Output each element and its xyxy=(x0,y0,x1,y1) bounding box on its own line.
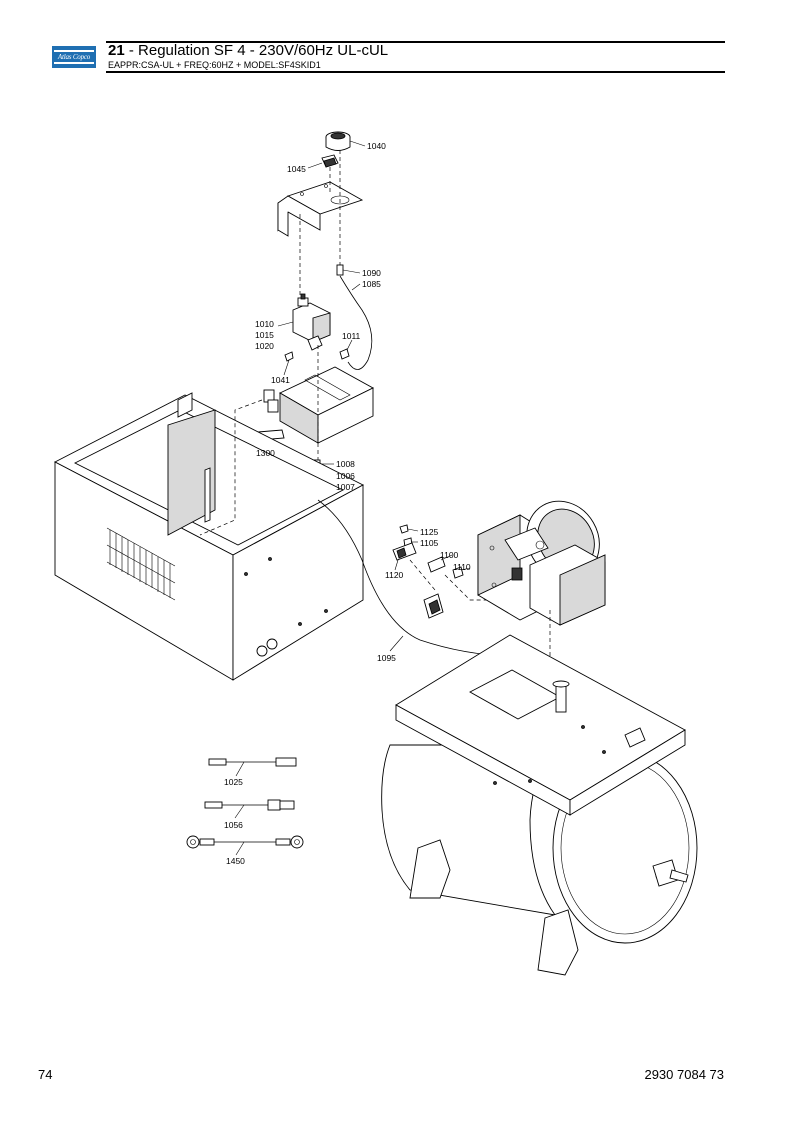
callout-1120: 1120 xyxy=(385,570,404,580)
section-number: 21 xyxy=(108,42,125,59)
callout-1300: 1300 xyxy=(256,448,275,458)
pressure-switch-knob-1040 xyxy=(325,131,366,151)
callout-1020: 1020 xyxy=(255,341,274,351)
check-valve xyxy=(423,593,444,619)
callout-1085: 1085 xyxy=(362,279,381,289)
screw-1041 xyxy=(283,351,294,376)
fitting-fit-lines xyxy=(409,559,520,601)
fitting-1125 xyxy=(399,524,419,534)
callout-1090: 1090 xyxy=(362,268,381,278)
page-title: 21 - Regulation SF 4 - 230V/60Hz UL-cUL xyxy=(108,42,388,59)
solenoid-valve xyxy=(277,293,331,351)
cable-1056 xyxy=(204,799,295,819)
callout-1010: 1010 xyxy=(255,319,274,329)
switch-part-1045 xyxy=(307,154,339,169)
mounting-bracket xyxy=(277,181,364,237)
callout-1450: 1450 xyxy=(226,856,245,866)
document-number: 2930 7084 73 xyxy=(644,1067,724,1082)
callout-1125: 1125 xyxy=(420,527,439,537)
callout-1006: 1006 xyxy=(336,471,355,481)
valve-1120 xyxy=(392,542,417,571)
cable-1450 xyxy=(186,835,304,856)
logo-bar-bottom xyxy=(54,62,94,64)
callout-1040: 1040 xyxy=(367,141,386,151)
callout-1095: 1095 xyxy=(377,653,396,663)
callout-1015: 1015 xyxy=(255,330,274,340)
callout-1041: 1041 xyxy=(271,375,290,385)
callout-1008: 1008 xyxy=(336,459,355,469)
callout-1025: 1025 xyxy=(224,777,243,787)
callout-1105: 1105 xyxy=(420,538,439,548)
bracket-fit-line xyxy=(199,399,263,536)
tube-1085 xyxy=(339,275,373,370)
leader-1085 xyxy=(351,283,361,291)
callout-1007: 1007 xyxy=(336,482,355,492)
callout-1110: 1110 xyxy=(453,562,471,572)
compressor-pump xyxy=(477,500,606,626)
leader-1095 xyxy=(389,635,404,652)
header-rule-top xyxy=(106,41,725,43)
callout-1045: 1045 xyxy=(287,164,306,174)
logo-wordmark: Atlas Copco xyxy=(57,53,91,61)
fitting-1090 xyxy=(336,264,361,276)
enclosure-vent-slots xyxy=(106,527,176,601)
fitting-1011 xyxy=(339,339,353,360)
air-receiver-tank xyxy=(381,634,698,976)
cable-1025 xyxy=(208,757,297,777)
callout-1100: 1100 xyxy=(440,550,459,560)
enclosure-box xyxy=(54,392,364,681)
page-number: 74 xyxy=(38,1067,53,1082)
header-rule-bottom xyxy=(106,71,725,73)
logo-bar-top xyxy=(54,50,94,52)
plug-1110 xyxy=(452,566,471,579)
callout-1011: 1011 xyxy=(342,331,361,341)
section-title: - Regulation SF 4 - 230V/60Hz UL-cUL xyxy=(124,42,389,59)
atlas-copco-logo: Atlas Copco xyxy=(52,46,96,68)
page-subtitle: EAPPR:CSA-UL + FREQ:60HZ + MODEL:SF4SKID… xyxy=(108,60,321,70)
tee-1100 xyxy=(427,554,453,573)
callout-1056: 1056 xyxy=(224,820,243,830)
